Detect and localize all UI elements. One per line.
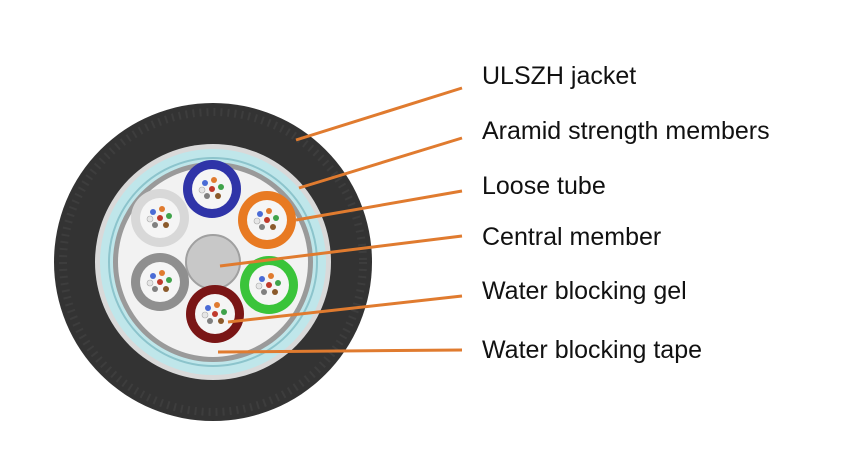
leader-line-aramid: [298, 136, 463, 190]
leader-line-central-member: [219, 234, 463, 268]
label-aramid-strength-members: Aramid strength members: [482, 117, 770, 145]
leader-line-gel: [227, 294, 463, 324]
label-ulszh-jacket: ULSZH jacket: [482, 62, 637, 90]
loose-tube-orange: [238, 191, 296, 249]
loose-tube-blue: [183, 160, 241, 218]
jacket-texture: [59, 108, 367, 416]
loose-tube-green: [240, 256, 298, 314]
loose-tube-grey: [131, 253, 189, 311]
central-member: [185, 234, 241, 290]
leader-line-tape: [217, 348, 463, 354]
label-water-blocking-gel: Water blocking gel: [482, 277, 687, 305]
label-loose-tube: Loose tube: [482, 172, 606, 200]
loose-tube-red: [186, 285, 244, 343]
loose-tube-white: [131, 189, 189, 247]
label-water-blocking-tape: Water blocking tape: [482, 336, 703, 364]
leader-line-jacket: [295, 86, 463, 142]
label-central-member: Central member: [482, 223, 662, 251]
leader-line-loose-tube: [295, 189, 463, 222]
leader-lines: [217, 86, 463, 354]
tape-edge: [108, 157, 318, 367]
